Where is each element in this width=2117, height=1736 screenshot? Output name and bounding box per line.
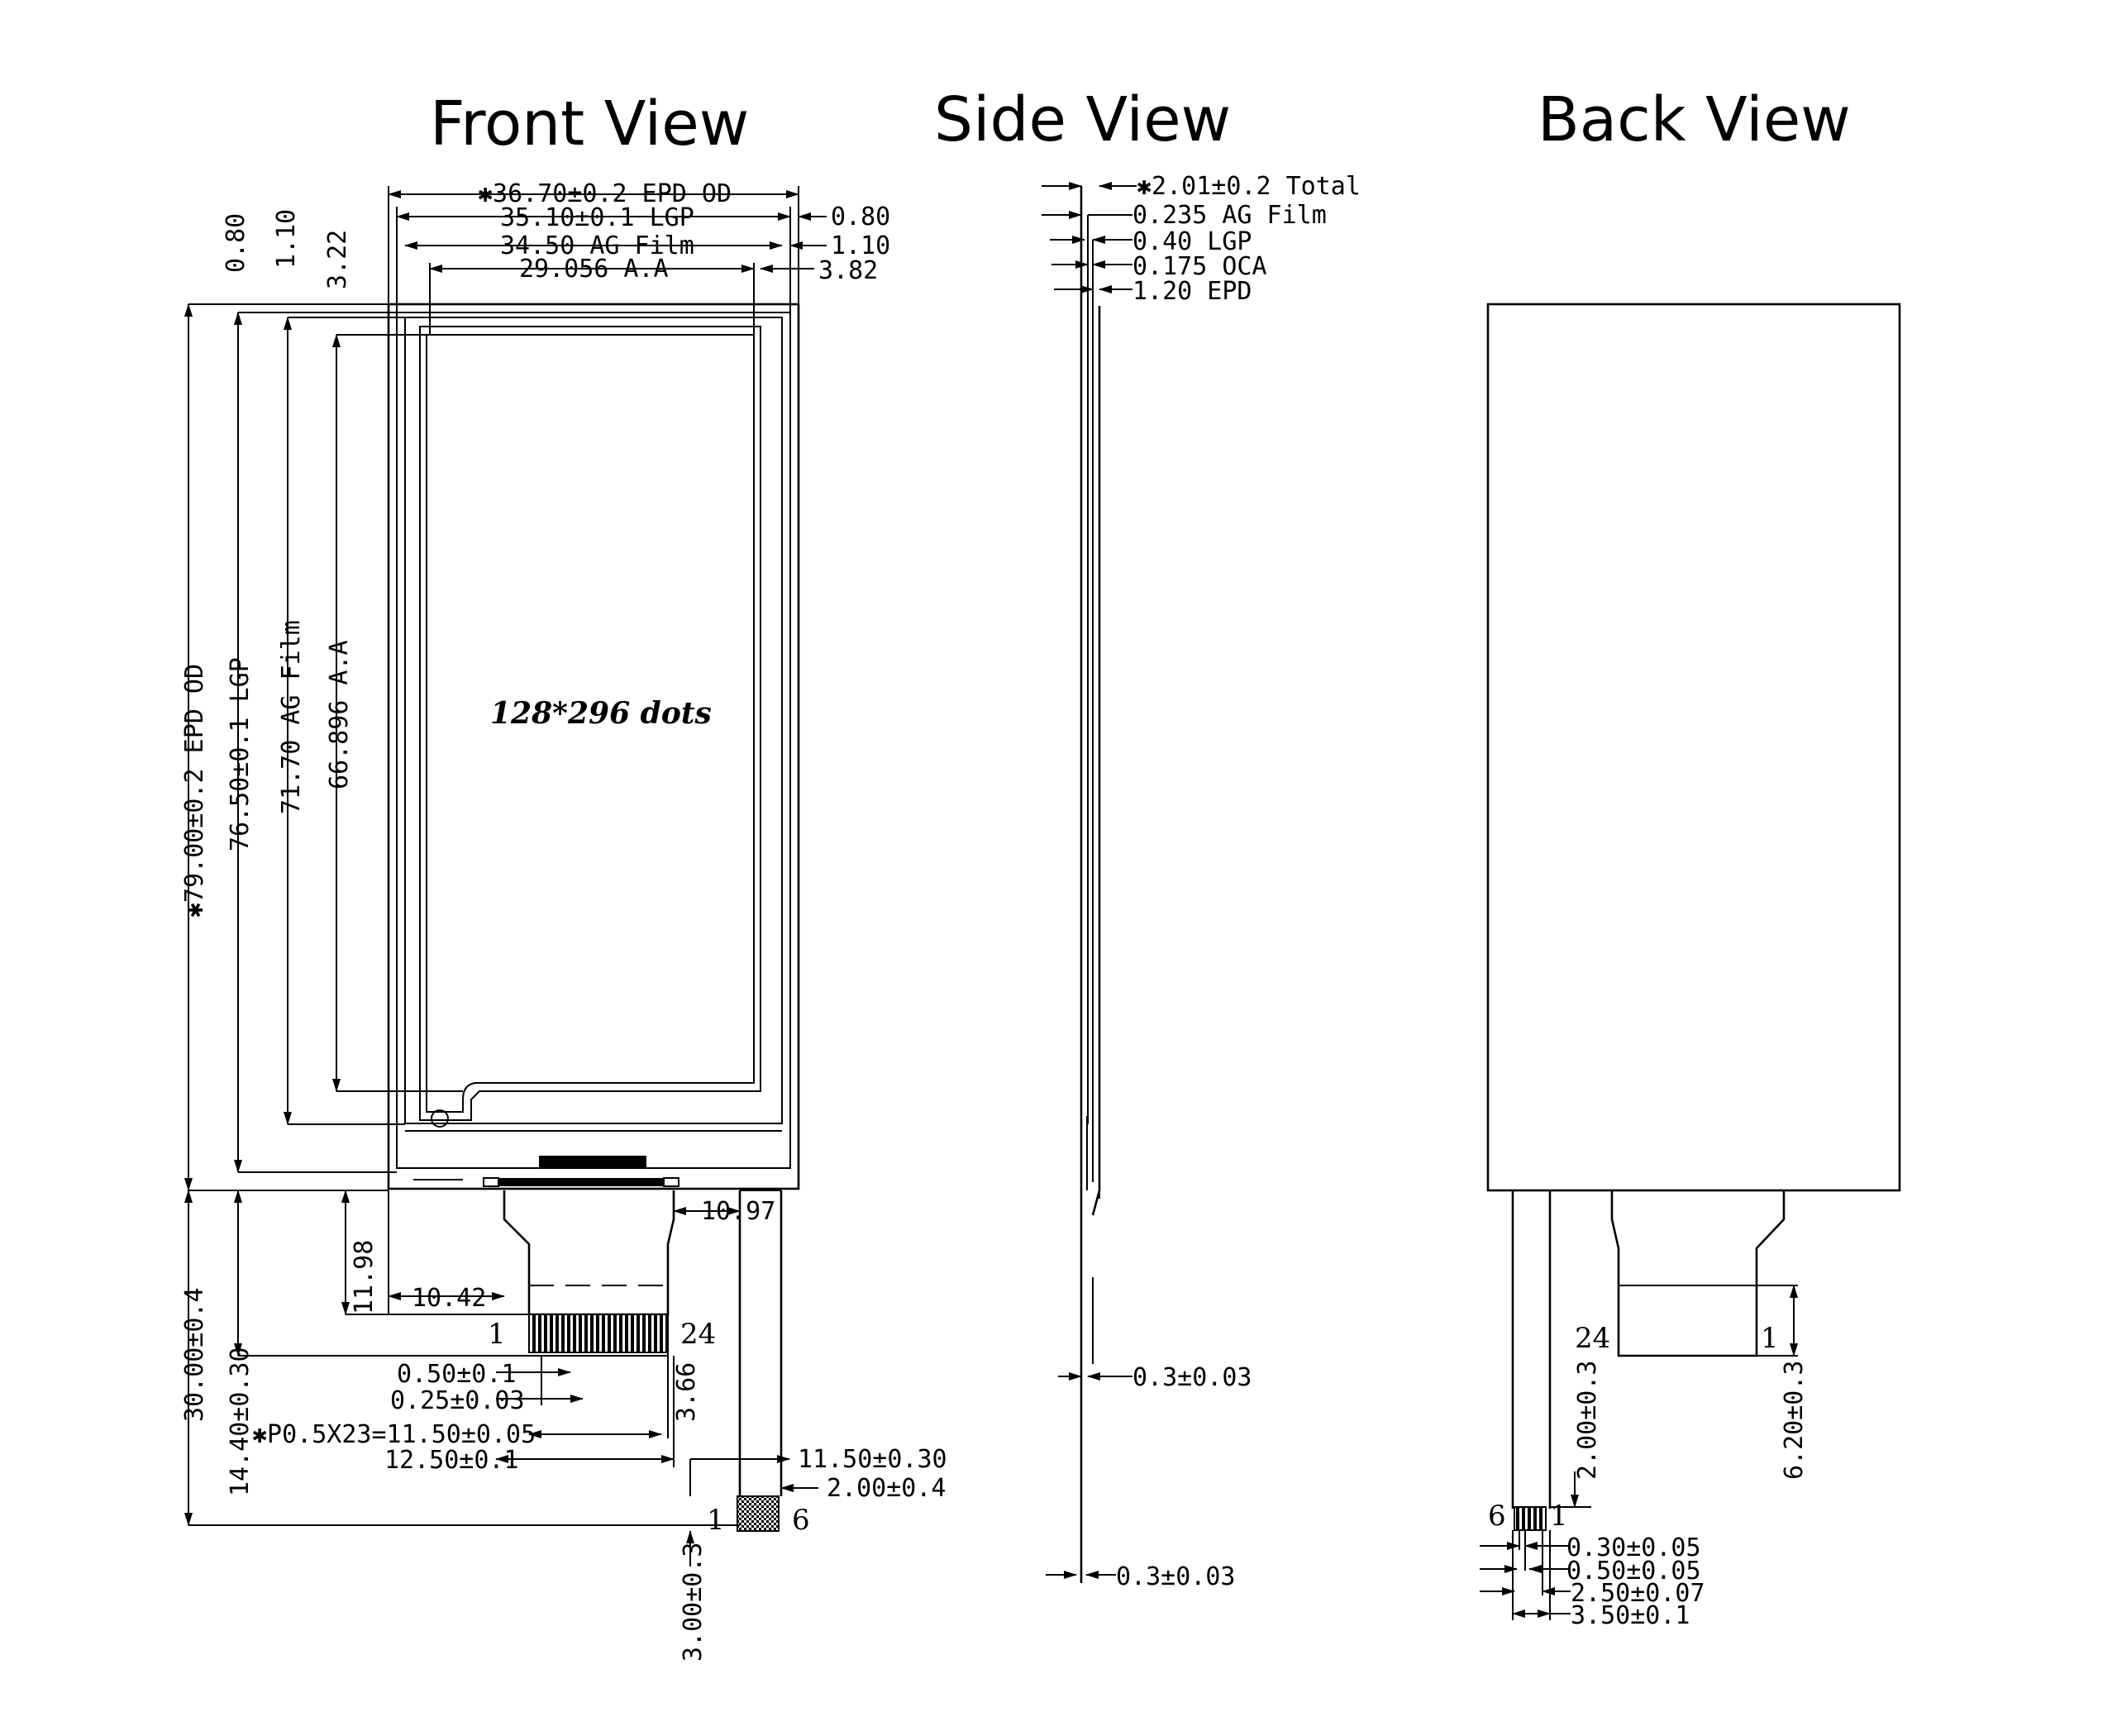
side-view: ✱2.01±0.2 Total 0.235 AG Film 0.40 LGP 0…: [1042, 172, 1361, 1591]
dim-epd-od-width: ✱36.70±0.2 EPD OD: [478, 179, 732, 208]
back-pin-24: 24: [1575, 1322, 1610, 1355]
dim-fpc-thickness-1: 0.3±0.03: [1132, 1363, 1252, 1392]
dim-ag-thickness: 0.235 AG Film: [1132, 201, 1327, 230]
dim-left-110: 1.10: [272, 209, 301, 269]
dim-pitch-total: ✱P0.5X23=11.50±0.05: [252, 1420, 536, 1449]
back-view-title: Back View: [1538, 84, 1851, 155]
dim-fpc-width: 12.50±0.1: [384, 1446, 519, 1475]
back-view: 24 1 6 1 6.20±0.3 2.00±0.3 0.30±0.05 0.5…: [1480, 303, 1901, 1630]
tail-connector: [737, 1495, 780, 1532]
dim-oca-thickness: 0.175 OCA: [1132, 252, 1267, 281]
ag-film-outline: [404, 317, 783, 1124]
epd-outline: [387, 303, 800, 1190]
dim-pin-width: 0.50±0.1: [397, 1360, 517, 1389]
dim-fpc-thickness-2: 0.3±0.03: [1116, 1562, 1236, 1591]
back-tail-pin-1: 1: [1550, 1500, 1568, 1533]
back-pin-1: 1: [1761, 1322, 1779, 1355]
dim-lgp-width: 35.10±0.1 LGP: [500, 203, 694, 232]
dim-366: 3.66: [672, 1362, 701, 1422]
back-panel: [1486, 303, 1901, 1192]
tail-pin-first: 1: [707, 1504, 725, 1537]
front-view-title: Front View: [430, 88, 749, 160]
dim-back-350: 3.50±0.1: [1571, 1601, 1690, 1630]
dim-back-620: 6.20±0.3: [1780, 1361, 1809, 1481]
alignment-hole: [431, 1109, 449, 1128]
dim-fpc-total-length: 30.00±0.4: [180, 1287, 209, 1422]
back-tail-pin-6: 6: [1488, 1500, 1506, 1533]
front-view: 128*296 dots ✱36.70±0.2 EPD OD 35.10±0.1…: [180, 179, 947, 1662]
dim-1042: 10.42: [412, 1284, 486, 1313]
dim-back-250: 2.50±0.07: [1571, 1579, 1705, 1608]
dim-back-050: 0.50±0.05: [1566, 1557, 1701, 1586]
dim-left-080: 0.80: [222, 213, 250, 273]
dim-right-080: 0.80: [831, 203, 890, 231]
dim-aa-width: 29.056 A.A: [519, 255, 669, 284]
dim-1198: 11.98: [350, 1240, 379, 1314]
fpc-contact-pins: [528, 1314, 669, 1353]
dim-fpc-length: 14.40±0.30: [226, 1347, 255, 1496]
dim-ag-film-height: 71.70 AG Film: [277, 620, 306, 814]
back-tail-connector: [1514, 1506, 1547, 1531]
tail-pin-last: 6: [792, 1504, 810, 1537]
pin-first: 1: [488, 1318, 506, 1351]
dim-1097: 10.97: [701, 1197, 775, 1226]
dim-tail-height: 3.00±0.3: [679, 1543, 708, 1662]
dim-aa-height: 66.896 A.A: [325, 640, 354, 789]
dim-back-030: 0.30±0.05: [1566, 1533, 1701, 1562]
dim-epd-thickness: 1.20 EPD: [1132, 277, 1252, 306]
dim-epd-od-height: ✱79.00±0.2 EPD OD: [180, 664, 209, 918]
dim-left-322: 3.22: [323, 230, 352, 289]
dim-tail-length: 11.50±0.30: [798, 1445, 947, 1474]
dim-ag-film-width: 34.50 AG Film: [500, 231, 694, 260]
fpc-bond-pad: [498, 1178, 664, 1186]
dim-right-382: 3.82: [818, 256, 878, 285]
pin-last: 24: [680, 1318, 716, 1351]
lgp-outline: [396, 312, 791, 1169]
dim-total-thickness: ✱2.01±0.2 Total: [1137, 172, 1361, 201]
back-fpc: [1610, 1190, 1786, 1357]
dim-right-110: 1.10: [831, 231, 890, 260]
dim-back-200: 2.00±0.3: [1573, 1361, 1602, 1481]
dim-lgp-height: 76.50±0.1 LGP: [226, 657, 255, 851]
fpc-body: [503, 1190, 675, 1316]
driver-ic: [539, 1156, 646, 1167]
dim-tail-width: 2.00±0.4: [827, 1474, 946, 1503]
dim-lgp-thickness: 0.40 LGP: [1132, 227, 1252, 256]
resolution-label: 128*296 dots: [490, 696, 712, 731]
active-area-outline: [419, 326, 761, 1121]
side-view-title: Side View: [934, 84, 1231, 155]
dim-pin-gap: 0.25±0.03: [390, 1386, 525, 1415]
